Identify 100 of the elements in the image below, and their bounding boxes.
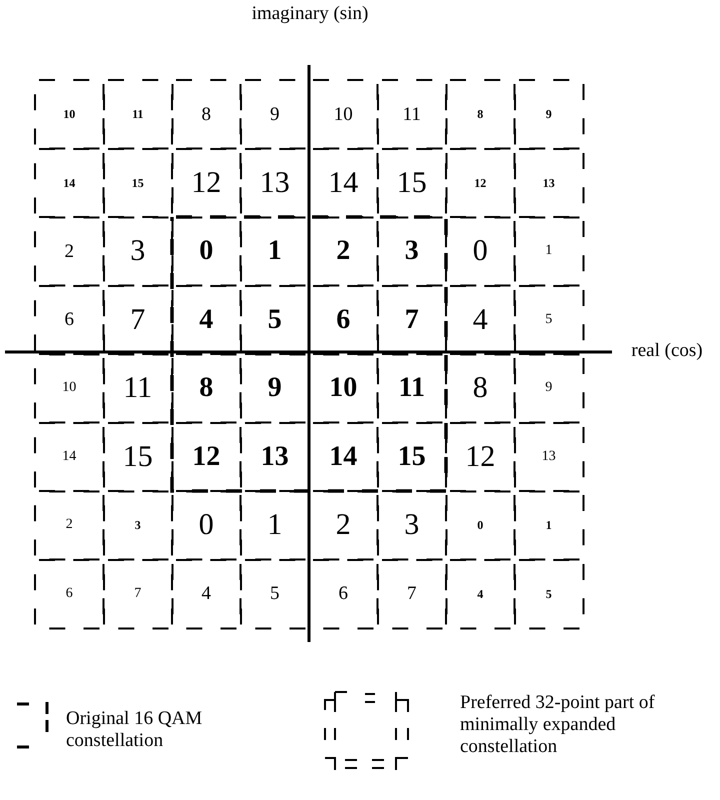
constellation-point-box: [378, 491, 446, 560]
point-number: 0: [472, 236, 488, 266]
point-number: 9: [270, 104, 280, 124]
constellation-point-box: [35, 286, 104, 354]
point-number: 3: [404, 237, 419, 266]
point-number: 4: [202, 584, 211, 604]
point-number: 8: [477, 108, 484, 120]
constellation-point-box: [35, 148, 104, 217]
point-number: 7: [407, 584, 416, 604]
constellation-point-box: [35, 422, 104, 491]
constellation-point-box: [172, 217, 240, 286]
constellation-point-box: [446, 491, 514, 560]
constellation-point-box: [378, 422, 446, 491]
point-number: 10: [334, 104, 353, 124]
constellation-point-box: [104, 80, 172, 148]
point-number: 4: [199, 306, 214, 334]
constellation-point-box: [446, 80, 514, 148]
point-number: 9: [268, 374, 282, 402]
point-number: 8: [202, 104, 211, 124]
point-number: 2: [64, 242, 74, 261]
constellation-point-box: [35, 354, 104, 422]
constellation-point-box: [104, 560, 172, 628]
constellation-point-box: [514, 286, 583, 354]
constellation-point-box: [514, 217, 583, 286]
constellation-point-box: [35, 491, 104, 560]
point-number: 9: [546, 108, 552, 120]
point-number: 12: [191, 168, 222, 198]
point-number: 5: [268, 306, 282, 334]
point-number: 11: [132, 108, 144, 120]
constellation-point-box: [446, 560, 514, 628]
constellation-point-box: [514, 491, 583, 560]
point-number: 15: [122, 442, 153, 472]
legend-text: Original 16 QAM constellation: [66, 708, 204, 752]
constellation-point-box: [514, 354, 583, 422]
constellation-point-box: [446, 422, 514, 491]
constellation-point-box: [172, 491, 240, 560]
point-number: 4: [477, 588, 484, 600]
point-number: 9: [545, 381, 552, 396]
point-number: 2: [336, 510, 351, 540]
constellation-point-box: [172, 286, 240, 354]
point-number: 5: [545, 312, 552, 327]
point-number: 5: [270, 584, 280, 604]
constellation-point-box: [104, 217, 172, 286]
constellation-point-box: [104, 286, 172, 354]
point-number: 8: [472, 373, 488, 404]
point-number: 0: [198, 510, 214, 540]
constellation-point-box: [378, 354, 446, 422]
point-number: 11: [123, 373, 152, 404]
point-number: 6: [338, 584, 348, 604]
point-number: 14: [328, 168, 358, 198]
constellation-point-box: [446, 286, 514, 354]
point-number: 3: [130, 236, 146, 266]
point-number: 1: [267, 510, 282, 540]
constellation-point-box: [172, 148, 240, 217]
point-number: 3: [134, 519, 141, 532]
constellation-point-box: [378, 217, 446, 286]
point-number: 2: [66, 518, 73, 532]
point-number: 7: [130, 304, 146, 335]
point-number: 0: [477, 519, 484, 532]
point-number: 12: [465, 442, 496, 472]
point-number: 15: [132, 176, 144, 189]
point-number: 0: [199, 237, 214, 266]
constellation-point-box: [446, 354, 514, 422]
point-number: 7: [404, 306, 419, 334]
axis-label: imaginary (sin): [250, 4, 370, 25]
constellation-point-box: [172, 560, 240, 628]
point-number: 10: [63, 108, 76, 120]
constellation-point-box: [446, 217, 514, 286]
point-number: 13: [542, 176, 555, 189]
point-number: 8: [199, 374, 214, 402]
point-number: 11: [402, 104, 421, 124]
point-number: 13: [260, 442, 289, 471]
constellation-point-box: [514, 80, 583, 148]
point-number: 7: [134, 586, 142, 601]
constellation-point-box: [446, 148, 514, 217]
constellation-point-box: [514, 560, 583, 628]
constellation-point-box: [104, 491, 172, 560]
constellation-point-box: [172, 422, 240, 491]
point-number: 1: [268, 237, 282, 266]
point-number: 6: [64, 310, 74, 330]
point-number: 4: [472, 304, 488, 335]
constellation-point-box: [172, 354, 240, 422]
point-number: 10: [62, 381, 76, 396]
axis-label: real (cos): [630, 341, 704, 362]
point-number: 13: [260, 168, 290, 198]
point-number: 6: [66, 586, 73, 601]
point-number: 15: [398, 442, 426, 471]
point-number: 12: [474, 176, 486, 189]
constellation-point-box: [104, 422, 172, 491]
point-number: 14: [63, 176, 76, 189]
constellation-point-box: [172, 80, 240, 148]
point-number: 10: [329, 374, 358, 402]
point-number: 1: [545, 244, 552, 258]
constellation-point-box: [35, 560, 104, 628]
point-number: 14: [329, 442, 358, 471]
point-number: 15: [396, 168, 427, 198]
point-number: 11: [398, 374, 425, 402]
constellation-point-box: [104, 148, 172, 217]
point-number: 3: [404, 510, 420, 540]
constellation-point-box: [35, 217, 104, 286]
